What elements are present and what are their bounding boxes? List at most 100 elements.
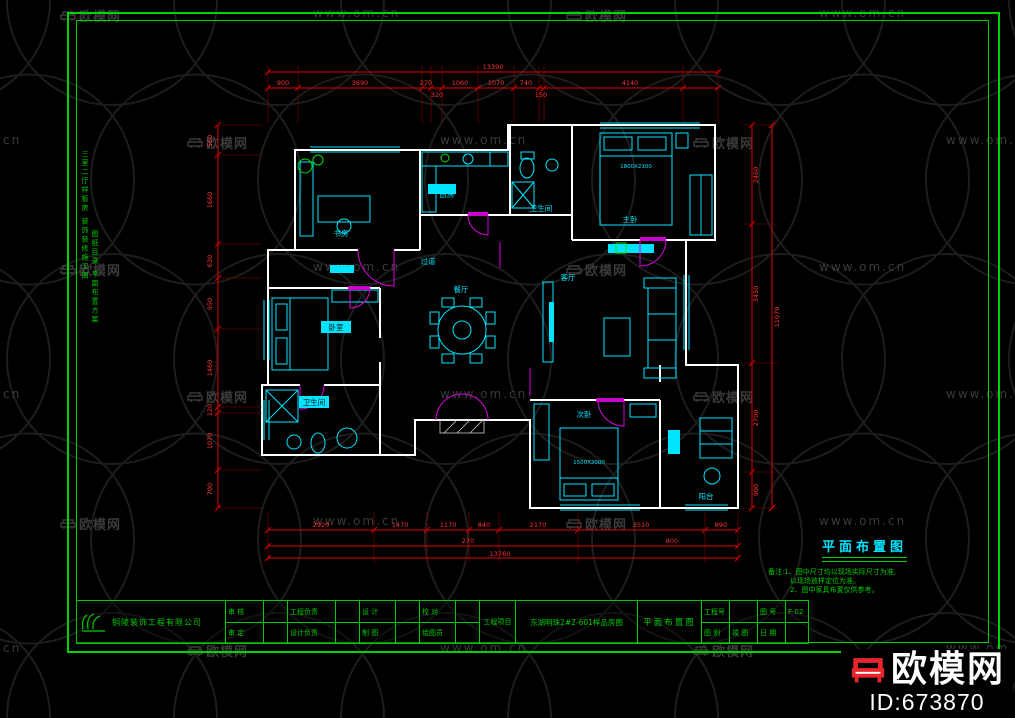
asset-id: ID:673870 bbox=[869, 689, 985, 715]
watermark-url: www.om.cn bbox=[819, 514, 907, 528]
dimension-text: 740 bbox=[520, 79, 532, 87]
dimension-text: 950 bbox=[206, 298, 214, 310]
dimension-text: 900 bbox=[277, 79, 289, 87]
drawing-title: 平面布置图 bbox=[822, 536, 908, 562]
room-label: 餐厅 bbox=[454, 285, 469, 294]
dimension-text: 270 bbox=[420, 79, 432, 87]
note-line: 备注:1、图中尺寸均以现场实际尺寸为准, bbox=[768, 568, 897, 576]
site-logo-sofa-icon bbox=[851, 658, 885, 683]
dimension-text: 2700 bbox=[752, 410, 760, 427]
dimension-text: 1470 bbox=[392, 521, 409, 529]
drawing-title-underline bbox=[822, 557, 908, 562]
dimension-text: 1170 bbox=[440, 521, 457, 529]
dimension-text: 800 bbox=[666, 537, 678, 545]
room-label: 卫生间 bbox=[530, 203, 553, 213]
dimension-text: 3690 bbox=[352, 79, 369, 87]
titleblock-draft-label: 制 图 bbox=[359, 622, 395, 643]
titleblock-company-cell: 铜陵装饰工程有限公司 bbox=[77, 601, 225, 643]
watermark-url: www.om.cn bbox=[440, 133, 528, 147]
titleblock-drawing-name: 平面布置图 bbox=[637, 601, 701, 643]
furniture bbox=[265, 132, 733, 501]
site-name: 欧模网 bbox=[890, 649, 1005, 690]
margin-vertical-text-1: 三室二厅样板房 装饰装修施工图 bbox=[81, 150, 89, 281]
titleblock-empty-cell bbox=[263, 601, 287, 622]
room-label-highlight bbox=[321, 321, 351, 333]
watermark-brand: 欧模网 bbox=[693, 133, 754, 152]
titleblock-empty-cell bbox=[335, 601, 359, 622]
titleblock-empty-cell bbox=[395, 601, 419, 622]
door-swings bbox=[299, 212, 667, 427]
titleblock-empty-cell bbox=[785, 622, 808, 643]
titleblock-empty-cell bbox=[455, 601, 479, 622]
room-label-highlight bbox=[299, 396, 329, 408]
dimension-text: 560 bbox=[206, 135, 214, 147]
room-label: 阳台 bbox=[699, 491, 714, 501]
watermark-url: www.om.cn bbox=[440, 387, 528, 401]
room-label: 书房 bbox=[334, 228, 349, 238]
dimension-text: 1660 bbox=[206, 192, 214, 209]
dimension-text: 2920 bbox=[313, 521, 330, 529]
title-block: 铜陵装饰工程有限公司 审 核 审 定 工程负责 设计负责 设 计 制 图 校 对… bbox=[76, 600, 809, 644]
titleblock-fig-no-value: F-02 bbox=[785, 601, 808, 622]
titleblock-fig-type-label: 图 别 bbox=[701, 622, 729, 643]
titleblock-empty-cell bbox=[263, 622, 287, 643]
dimension-text: 4140 bbox=[622, 79, 639, 87]
watermark-url: www.om.cn bbox=[313, 514, 401, 528]
room-label: 厨房 bbox=[440, 189, 455, 199]
titleblock-check-label: 校 对 bbox=[419, 601, 455, 622]
watermark-brand: 欧模网 bbox=[566, 514, 627, 533]
drawing-border-inner bbox=[76, 20, 989, 643]
watermark-url: www.om.cn bbox=[0, 641, 22, 655]
room-label: 次卧 bbox=[577, 409, 592, 419]
site-branding: 欧模网 ID:673870 bbox=[841, 649, 1013, 718]
titleblock-project-no-label: 工程号 bbox=[701, 601, 729, 622]
watermark-brand: 欧模网 bbox=[566, 260, 627, 279]
dimension-text: 150 bbox=[535, 91, 547, 99]
watermark-brand: 欧模网 bbox=[187, 133, 248, 152]
dimension-text: 11070 bbox=[773, 307, 781, 328]
dimension-text: 1070 bbox=[206, 433, 214, 450]
dimension-text: 890 bbox=[715, 521, 727, 529]
titleblock-eng-lead-label: 工程负责 bbox=[287, 601, 335, 622]
room-label: 主卧 bbox=[623, 214, 638, 224]
dimension-text: 320 bbox=[431, 91, 443, 99]
titleblock-project-label: 工程项目 bbox=[479, 601, 515, 643]
company-logo-icon bbox=[81, 613, 105, 632]
note-line: 以现场放样定位为准。 bbox=[790, 577, 860, 585]
watermark-url: www.om.cn bbox=[946, 133, 1015, 147]
watermark-url: www.om.cn bbox=[0, 387, 22, 401]
watermark-brand: 欧模网 bbox=[693, 387, 754, 406]
watermark-brand: 欧模网 bbox=[187, 387, 248, 406]
dimension-text: 270 bbox=[462, 537, 474, 545]
watermark-url: www.om.cn bbox=[0, 133, 22, 147]
titleblock-project-name: 东湖明珠2#2-601样品房图 bbox=[515, 601, 637, 643]
titleblock-fig-no-label: 图 号 bbox=[757, 601, 785, 622]
watermark-url: www.om.cn bbox=[819, 260, 907, 274]
room-label: 卧室 bbox=[329, 322, 344, 332]
dimension-text: 900 bbox=[752, 484, 760, 496]
titleblock-empty-cell bbox=[729, 601, 757, 622]
watermark-url: www.om.cn bbox=[946, 387, 1015, 401]
company-name: 铜陵装饰工程有限公司 bbox=[112, 617, 202, 627]
room-label: 卫生间 bbox=[303, 397, 326, 407]
titleblock-empty-cell bbox=[395, 622, 419, 643]
titleblock-empty-cell bbox=[335, 622, 359, 643]
furniture-size-label: 1500X2000 bbox=[573, 460, 605, 466]
dimension-text: 2170 bbox=[530, 521, 547, 529]
dimension-text: 1460 bbox=[206, 360, 214, 377]
room-labels: 书房厨房卫生间主卧过道餐厅客厅卧室卫生间次卧阳台1800X21001500X20… bbox=[299, 164, 714, 501]
dimension-text: 2460 bbox=[752, 167, 760, 184]
dimension-text: 3450 bbox=[752, 286, 760, 303]
windows bbox=[263, 122, 728, 511]
titleblock-date-label: 日 期 bbox=[757, 622, 785, 643]
titleblock-fig-type-value: 竣 图 bbox=[729, 622, 757, 643]
furniture-size-label: 1800X2100 bbox=[620, 164, 652, 170]
note-line: 2、图中家具布置仅供参考。 bbox=[790, 586, 879, 594]
titleblock-design-lead-label: 设计负责 bbox=[287, 622, 335, 643]
dimension-text: 630 bbox=[206, 255, 214, 267]
titleblock-approve-label: 审 定 bbox=[225, 622, 263, 643]
room-label: 过道 bbox=[421, 256, 436, 266]
margin-vertical-text-2: 图纸目录 平面布置方案 bbox=[91, 230, 99, 325]
dimension-text: 3510 bbox=[633, 521, 650, 529]
